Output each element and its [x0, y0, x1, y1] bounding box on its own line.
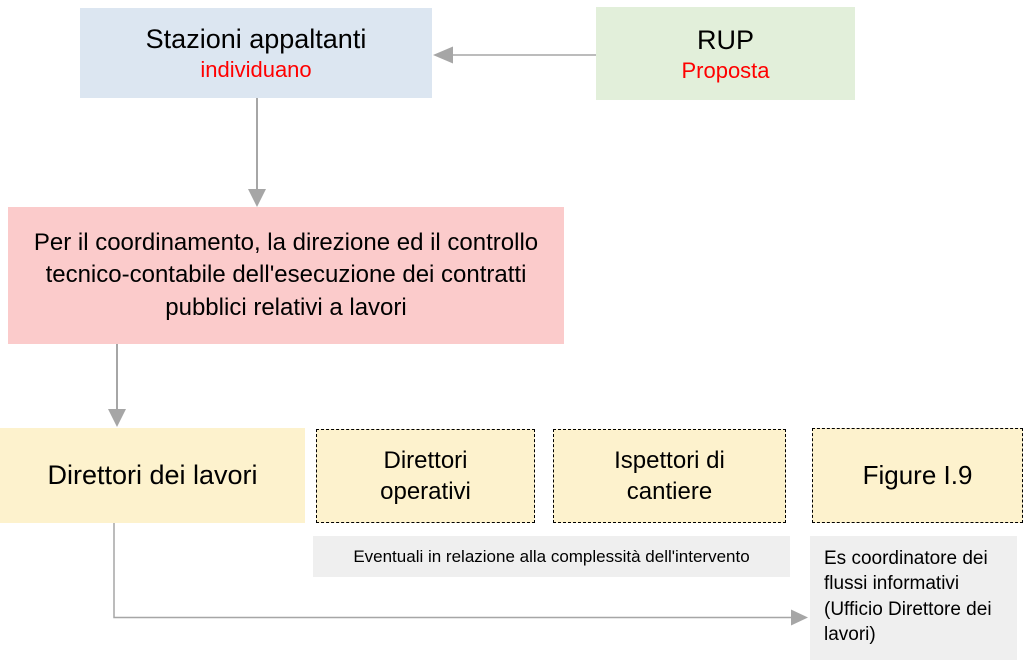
node-rup-title: RUP	[696, 24, 754, 55]
node-figure-reference: Figure I.9	[812, 428, 1023, 523]
note-eventuali-text: Eventuali in relazione alla complessità …	[353, 546, 750, 566]
note-eventuali: Eventuali in relazione alla complessità …	[313, 536, 790, 577]
note-coordinatore-flussi: Es coordinatore dei flussi informativi (…	[810, 536, 1017, 660]
arrow-stazioni-to-coordinamento	[248, 98, 266, 207]
node-figure-reference-label: Figure I.9	[862, 460, 973, 490]
node-ispettori-di-cantiere: Ispettori di cantiere	[553, 429, 786, 523]
arrow-coordinamento-to-direttori-lavori	[108, 344, 126, 427]
node-direttori-dei-lavori: Direttori dei lavori	[0, 428, 305, 523]
node-coordinamento: Per il coordinamento, la direzione ed il…	[8, 207, 564, 344]
note-coordinatore-flussi-text: Es coordinatore dei flussi informativi (…	[824, 548, 992, 645]
node-direttori-operativi-label: Direttori operativi	[380, 446, 471, 505]
node-direttori-dei-lavori-label: Direttori dei lavori	[47, 460, 258, 490]
node-direttori-operativi: Direttori operativi	[316, 429, 535, 523]
node-rup: RUP Proposta	[596, 7, 855, 100]
arrow-rup-to-stazioni	[433, 46, 596, 64]
node-stazioni-appaltanti-title: Stazioni appaltanti	[145, 24, 367, 55]
node-coordinamento-text: Per il coordinamento, la direzione ed il…	[33, 228, 539, 321]
node-stazioni-appaltanti-subtitle: individuano	[200, 57, 312, 83]
node-stazioni-appaltanti: Stazioni appaltanti individuano	[80, 8, 432, 98]
node-ispettori-di-cantiere-label: Ispettori di cantiere	[614, 446, 725, 505]
node-rup-subtitle: Proposta	[681, 57, 770, 83]
